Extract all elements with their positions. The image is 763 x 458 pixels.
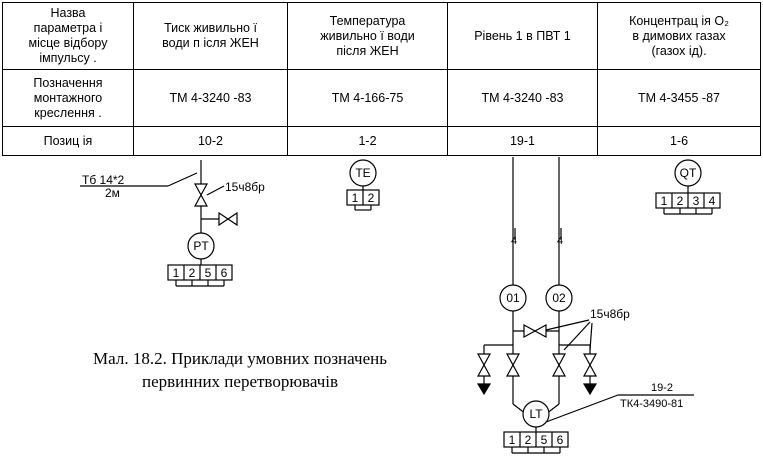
lt-assembly: 4 4 01 02 15ч8бр LT [476,157,694,454]
pt-pipe-branch [167,172,198,187]
lt-terminal-6: 6 [557,433,564,447]
param-oxygen-cell: Концентрац ія O₂ в димових газах (газох … [597,2,761,70]
mount-temperature-cell: ТМ 4-166-75 [287,69,448,127]
pt-drain-valve-icon [218,211,238,227]
qt-terminal-block: 1 2 3 4 [655,192,721,215]
lt-drawing-label: ТК4-3490-81 [620,398,683,410]
te-assembly: TE 1 2 [346,159,380,211]
vessel-01-label: 01 [506,291,520,305]
pt-line-label-top: Тб 14*2 [82,173,125,187]
position-temperature-cell: 1-2 [287,126,448,156]
lt-drain-valve-left-icon [476,353,492,377]
mount-level-cell: ТМ 4-3240 -83 [447,69,598,127]
position-oxygen-cell: 1-6 [597,126,761,156]
lt-equalizing-valve-icon [523,323,547,339]
pt-terminal-5: 5 [205,266,212,280]
param-row: Назва параметра і місце відбору імпульсу… [2,2,761,70]
qt-terminal-2: 2 [677,194,684,208]
lt-terminal-5: 5 [541,433,548,447]
lt-valve-label: 15ч8бр [590,307,630,321]
pt-terminal-block: 1 2 5 6 [167,264,233,287]
pt-valve-icon [193,183,209,207]
qt-terminal-4: 4 [709,194,716,208]
vessel-02-label: 02 [552,291,566,305]
pt-assembly: Тб 14*2 2м 15ч8бр PT 1 2 5 6 [80,160,265,287]
lt-position-leader [545,394,619,423]
lt-drain-valve-right-icon [582,353,598,377]
lt-shutoff-valve-left-icon [505,353,521,377]
qt-assembly: QT 1 2 3 4 [655,159,721,215]
spec-table: Назва параметра і місце відбору імпульсу… [2,2,761,156]
lt-terminal-block: 1 2 5 6 [503,431,569,454]
te-instrument-label: TE [355,166,370,180]
position-row: Позиц ія 10-2 1-2 19-1 1-6 [2,126,761,156]
te-terminal-2: 2 [368,191,375,205]
lt-instrument-label: LT [529,407,543,421]
lt-shutoff-valve-right-icon [551,353,567,377]
pt-instrument-label: PT [193,239,209,253]
param-temperature-cell: Температура живильно ї води після ЖЕН [287,2,448,70]
param-level-cell: Рівень 1 в ПВТ 1 [447,2,598,70]
qt-terminal-1: 1 [661,194,668,208]
figure-caption: Мал. 18.2. Приклади умовних позначень пе… [93,349,387,391]
mount-oxygen-cell: ТМ 4-3455 -87 [597,69,761,127]
pt-terminal-6: 6 [221,266,228,280]
mount-row: Позначення монтажного креслення . ТМ 4-3… [2,69,761,127]
qt-instrument-label: QT [680,166,697,180]
pt-terminal-2: 2 [189,266,196,280]
te-terminal-1: 1 [352,191,359,205]
lt-terminal-2: 2 [525,433,532,447]
pt-valve-label: 15ч8бр [225,180,265,194]
param-header-cell: Назва параметра і місце відбору імпульсу… [2,2,134,70]
lt-position-label: 19-2 [651,382,673,394]
lt-drain-arrow-right-icon [582,383,598,396]
position-pressure-cell: 10-2 [133,126,288,156]
position-level-cell: 19-1 [447,126,598,156]
mount-pressure-cell: ТМ 4-3240 -83 [133,69,288,127]
pt-valve-leader [206,185,225,196]
lt-drain-arrow-left-icon [476,383,492,396]
lt-pipe-mark-left: 4 [511,235,517,247]
position-header-cell: Позиц ія [2,126,134,156]
pt-terminal-1: 1 [173,266,180,280]
te-terminal-block: 1 2 [346,189,380,211]
lt-pipe-mark-right: 4 [557,235,563,247]
qt-terminal-3: 3 [693,194,700,208]
pt-line-label-bottom: 2м [105,186,120,200]
lt-terminal-1: 1 [509,433,516,447]
